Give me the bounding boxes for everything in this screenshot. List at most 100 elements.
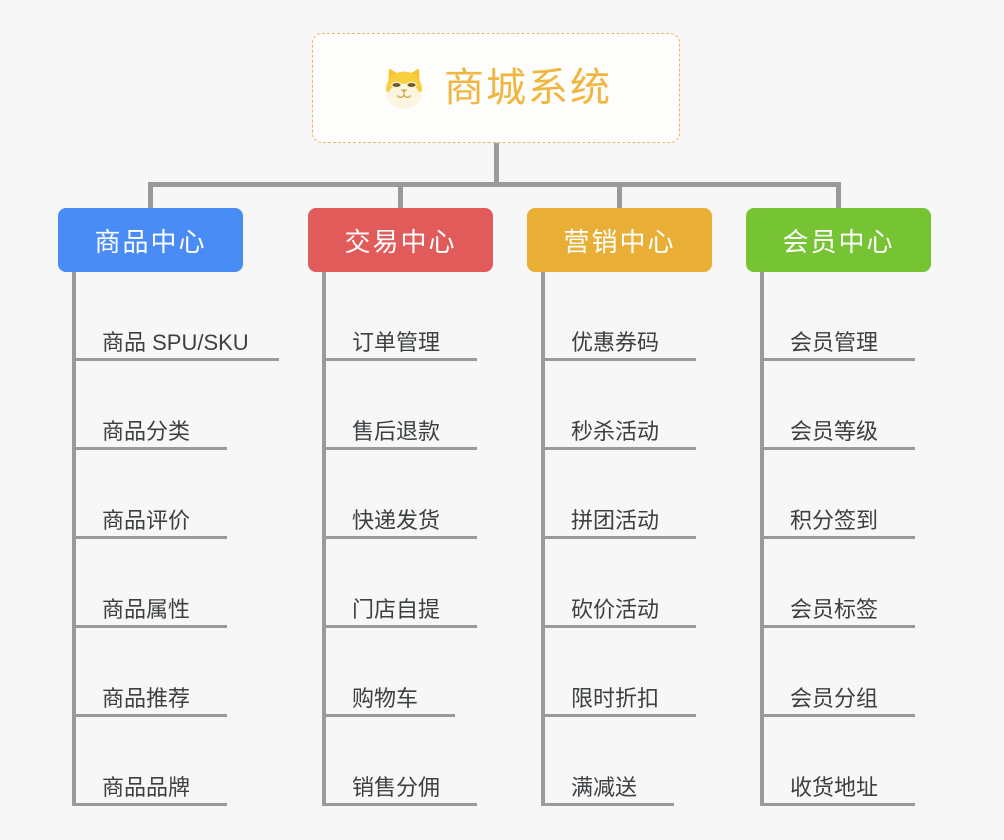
leaf-list-trade: 订单管理 售后退款 快递发货 门店自提 购物车 销售分佣 <box>308 272 513 806</box>
column-spine <box>72 272 76 806</box>
leaf-underline <box>324 447 477 450</box>
leaf-underline <box>74 803 227 806</box>
leaf-label: 商品分类 <box>102 418 191 444</box>
leaf-label: 商品评价 <box>102 507 191 533</box>
list-item[interactable]: 会员标签 <box>746 539 951 628</box>
leaf-underline <box>74 625 227 628</box>
leaf-label: 商品推荐 <box>102 685 191 711</box>
column-spine <box>322 272 326 806</box>
list-item[interactable]: 满减送 <box>527 717 732 806</box>
list-item[interactable]: 商品属性 <box>58 539 263 628</box>
list-item[interactable]: 商品分类 <box>58 361 263 450</box>
connector-drop-1 <box>148 182 153 212</box>
leaf-label: 砍价活动 <box>571 596 660 622</box>
list-item[interactable]: 秒杀活动 <box>527 361 732 450</box>
leaf-label: 商品属性 <box>102 596 191 622</box>
list-item[interactable]: 会员管理 <box>746 272 951 361</box>
leaf-underline <box>543 714 696 717</box>
leaf-list-marketing: 优惠券码 秒杀活动 拼团活动 砍价活动 限时折扣 满减送 <box>527 272 732 806</box>
list-item[interactable]: 商品评价 <box>58 450 263 539</box>
leaf-underline <box>762 714 915 717</box>
category-header-product[interactable]: 商品中心 <box>58 208 243 272</box>
leaf-label: 满减送 <box>571 774 638 800</box>
list-item[interactable]: 销售分佣 <box>308 717 513 806</box>
leaf-underline <box>762 803 915 806</box>
leaf-underline <box>543 625 696 628</box>
category-header-trade[interactable]: 交易中心 <box>308 208 493 272</box>
leaf-label: 订单管理 <box>352 329 441 355</box>
list-item[interactable]: 会员等级 <box>746 361 951 450</box>
connector-root-stem <box>494 143 499 186</box>
leaf-label: 商品品牌 <box>102 774 191 800</box>
leaf-underline <box>324 358 477 361</box>
leaf-underline <box>762 625 915 628</box>
leaf-label: 购物车 <box>352 685 419 711</box>
list-item[interactable]: 商品推荐 <box>58 628 263 717</box>
list-item[interactable]: 优惠券码 <box>527 272 732 361</box>
leaf-underline <box>543 358 696 361</box>
category-header-member[interactable]: 会员中心 <box>746 208 931 272</box>
connector-drop-3 <box>617 182 622 212</box>
leaf-underline <box>324 803 477 806</box>
leaf-label: 会员分组 <box>790 685 879 711</box>
leaf-label: 拼团活动 <box>571 507 660 533</box>
leaf-underline <box>543 536 696 539</box>
leaf-underline <box>324 536 477 539</box>
leaf-underline <box>324 625 477 628</box>
connector-drop-4 <box>836 182 841 212</box>
leaf-underline <box>543 447 696 450</box>
list-item[interactable]: 售后退款 <box>308 361 513 450</box>
leaf-label: 秒杀活动 <box>571 418 660 444</box>
category-column-product: 商品中心 商品 SPU/SKU 商品分类 商品评价 商品属性 商品推荐 <box>58 208 279 806</box>
list-item[interactable]: 商品 SPU/SKU <box>58 272 279 361</box>
connector-horizontal-bus <box>148 182 838 187</box>
list-item[interactable]: 砍价活动 <box>527 539 732 628</box>
category-header-label: 交易中心 <box>344 226 457 257</box>
leaf-underline <box>324 714 455 717</box>
root-title: 商城系统 <box>444 66 612 110</box>
leaf-label: 限时折扣 <box>571 685 660 711</box>
column-spine <box>760 272 764 806</box>
leaf-label: 商品 SPU/SKU <box>102 329 249 355</box>
column-spine <box>541 272 545 806</box>
leaf-underline <box>762 358 915 361</box>
list-item[interactable]: 积分签到 <box>746 450 951 539</box>
list-item[interactable]: 门店自提 <box>308 539 513 628</box>
leaf-label: 会员标签 <box>790 596 879 622</box>
list-item[interactable]: 商品品牌 <box>58 717 263 806</box>
leaf-underline <box>74 447 227 450</box>
leaf-underline <box>762 536 915 539</box>
category-header-label: 会员中心 <box>782 226 895 257</box>
leaf-label: 会员管理 <box>790 329 879 355</box>
leaf-list-member: 会员管理 会员等级 积分签到 会员标签 会员分组 收货地址 <box>746 272 951 806</box>
category-header-label: 商品中心 <box>94 226 207 257</box>
category-header-label: 营销中心 <box>563 226 676 257</box>
list-item[interactable]: 订单管理 <box>308 272 513 361</box>
category-column-trade: 交易中心 订单管理 售后退款 快递发货 门店自提 购物车 <box>308 208 513 806</box>
list-item[interactable]: 拼团活动 <box>527 450 732 539</box>
category-column-marketing: 营销中心 优惠券码 秒杀活动 拼团活动 砍价活动 限时折扣 <box>527 208 732 806</box>
root-node-shop-system[interactable]: 商城系统 <box>312 33 680 143</box>
leaf-label: 收货地址 <box>790 774 879 800</box>
list-item[interactable]: 会员分组 <box>746 628 951 717</box>
leaf-underline <box>74 358 279 361</box>
leaf-underline <box>762 447 915 450</box>
leaf-label: 积分签到 <box>790 507 879 533</box>
leaf-label: 门店自提 <box>352 596 441 622</box>
leaf-label: 会员等级 <box>790 418 879 444</box>
leaf-label: 优惠券码 <box>571 329 660 355</box>
list-item[interactable]: 收货地址 <box>746 717 951 806</box>
shiba-dog-icon <box>386 68 422 109</box>
connector-drop-2 <box>398 182 403 212</box>
category-column-member: 会员中心 会员管理 会员等级 积分签到 会员标签 会员分组 <box>746 208 951 806</box>
leaf-label: 快递发货 <box>352 507 441 533</box>
list-item[interactable]: 购物车 <box>308 628 513 717</box>
category-header-marketing[interactable]: 营销中心 <box>527 208 712 272</box>
list-item[interactable]: 快递发货 <box>308 450 513 539</box>
list-item[interactable]: 限时折扣 <box>527 628 732 717</box>
leaf-underline <box>74 714 227 717</box>
leaf-label: 售后退款 <box>352 418 441 444</box>
leaf-underline <box>74 536 227 539</box>
leaf-list-product: 商品 SPU/SKU 商品分类 商品评价 商品属性 商品推荐 商品品牌 <box>58 272 279 806</box>
